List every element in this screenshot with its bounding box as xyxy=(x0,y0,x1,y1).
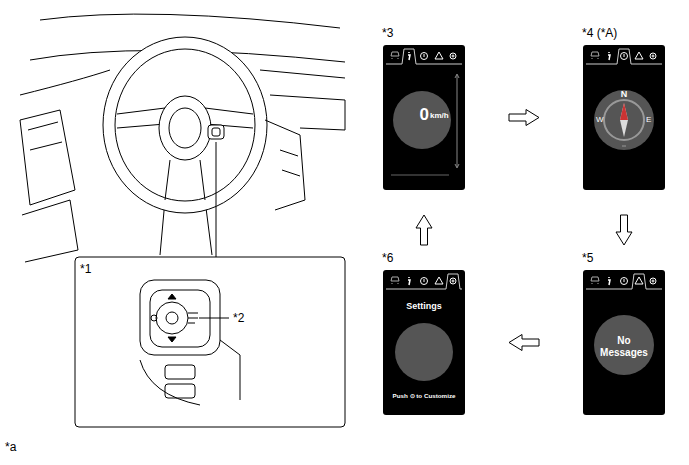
display-screen: *30km/h xyxy=(383,45,465,190)
display-text: E xyxy=(646,115,651,124)
callout-number: *2 xyxy=(233,311,244,325)
display-text: Settings xyxy=(383,301,465,311)
display-text: W xyxy=(596,115,604,124)
display-text: km/h xyxy=(430,111,449,120)
callout-number: *a xyxy=(5,440,16,454)
display-text: Push ⊙ to Customize xyxy=(383,392,465,399)
display-screen: *5No Messages xyxy=(583,270,665,415)
display-text: 0 xyxy=(411,105,429,125)
display-text: No Messages xyxy=(596,335,652,358)
callout-number: *5 xyxy=(582,251,593,265)
display-screen: *4 (*A)NWE xyxy=(583,45,665,190)
display-screen: *6SettingsPush ⊙ to Customize xyxy=(383,270,465,415)
callout-number: *3 xyxy=(382,26,393,40)
callout-number: *6 xyxy=(382,251,393,265)
callout-number: *4 (*A) xyxy=(582,26,617,40)
callout-number: *1 xyxy=(80,262,91,276)
flow-arrow xyxy=(416,215,432,245)
flow-arrow xyxy=(509,335,539,351)
display-text: N xyxy=(620,89,628,99)
flow-arrow xyxy=(509,110,539,126)
flow-arrow xyxy=(616,215,632,245)
display-graphic xyxy=(583,45,665,190)
